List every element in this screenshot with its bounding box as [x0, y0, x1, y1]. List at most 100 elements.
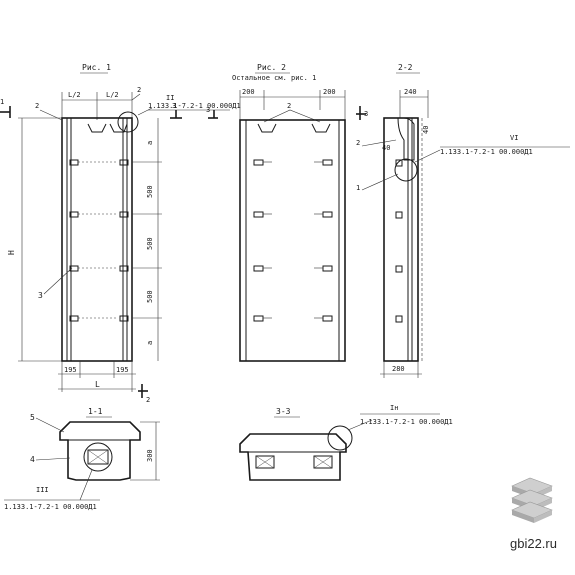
fig1-node-ii-circle — [117, 111, 139, 133]
sec33-node-in-leader — [347, 419, 373, 431]
fig2-marker-2: 2 — [287, 102, 291, 110]
sec11-dim-300: 300 — [146, 449, 154, 462]
sec33-node-in-ref: 1.133.1-7.2-1 00.000Д1 — [360, 418, 453, 426]
fig2-lifting-loop-left — [257, 123, 277, 133]
sec22-marker-1-leader — [361, 173, 399, 191]
fig2-insert — [322, 265, 333, 272]
sec22-insert — [395, 211, 403, 219]
fig2-insert — [322, 159, 333, 166]
sec33-insert-hatch-b — [255, 455, 275, 469]
sec22-insert — [395, 265, 403, 273]
fig1-section-label-left: 1 — [0, 98, 4, 106]
fig1-panel-outline — [61, 117, 133, 362]
fig2-insert — [253, 265, 264, 272]
fig1-insert — [119, 159, 129, 166]
fig1-dim-h: Н — [7, 250, 16, 255]
fig1-dim-500-2: 500 — [146, 237, 154, 250]
sec11-insert — [87, 449, 109, 465]
watermark-text: gbi22.ru — [510, 536, 557, 551]
sec22-dim-40-a: 40 — [382, 144, 390, 152]
fig1-dim-a-top: а — [146, 141, 154, 145]
sec11-marker-5-leader — [35, 417, 65, 433]
sec33-title: 3-3 — [276, 407, 291, 416]
fig1-dim-l-half-left: L/2 — [68, 91, 81, 99]
sec33-node-in-circle — [327, 425, 353, 451]
fig2-lifting-loop-right — [311, 123, 331, 133]
fig1-dim-a-bottom: а — [146, 341, 154, 345]
sec22-insert — [395, 315, 403, 323]
fig1-section2-label: 2 — [146, 396, 150, 404]
fig1-title: Рис. 1 — [82, 63, 111, 72]
fig2-marker-2-leader — [263, 109, 321, 123]
sec22-node-vi-leader — [414, 149, 441, 163]
fig2-subtitle: Остальное см. рис. 1 — [232, 74, 316, 82]
fig1-marker-2-left: 2 — [35, 102, 39, 110]
sec11-node-iii-leader — [79, 469, 93, 501]
sec33-insert-left — [255, 455, 275, 469]
sec11-marker-4-leader — [35, 457, 71, 461]
fig1-embedded-inserts — [69, 159, 129, 322]
sec11-node-iii-num: III — [36, 486, 49, 494]
sec22-insert — [395, 159, 403, 167]
fig1-dim-l-half-right: L/2 — [106, 91, 119, 99]
fig1-marker-2-leader — [131, 93, 141, 101]
fig2-insert — [322, 315, 333, 322]
fig1-insert — [69, 265, 79, 272]
section-3-3-view: 3-3 Iн 1.133.1-7.2-1 00.000Д1 — [239, 404, 453, 481]
fig1-node-ii-num: II — [166, 94, 174, 102]
fig2-insert — [253, 159, 264, 166]
fig1-view: Рис. 1 L/2 L/2 1 II 1.133.1-7.2-1 00.000… — [0, 63, 241, 404]
fig1-insert — [69, 159, 79, 166]
fig2-insert — [253, 315, 264, 322]
fig1-marker-3: 3 — [38, 291, 43, 300]
fig1-insert — [119, 211, 129, 218]
fig1-marker-3-leader — [43, 267, 73, 295]
sec11-insert-hatch-b — [87, 449, 109, 465]
fig1-insert — [69, 211, 79, 218]
fig2-title: Рис. 2 — [257, 63, 286, 72]
sec22-marker-1: 1 — [356, 184, 360, 192]
sec22-dim-40-b: 40 — [422, 126, 430, 134]
fig1-section3-label: 3 — [172, 102, 176, 110]
sec22-node-vi-ref: 1.133.1-7.2-1 00.000Д1 — [440, 148, 533, 156]
sec22-node-vi-num: VI — [510, 134, 518, 142]
sec22-outline — [383, 117, 419, 362]
fig1-lifting-loop-left — [87, 123, 107, 133]
fig1-insert — [69, 315, 79, 322]
fig1-marker-2-top: 2 — [137, 86, 141, 94]
sec11-node-iii-ref: 1.133.1-7.2-1 00.000Д1 — [4, 503, 97, 511]
fig1-dim-l: L — [95, 380, 100, 389]
fig2-dim-200-left: 200 — [242, 88, 255, 96]
fig2-dim-200-right: 200 — [323, 88, 336, 96]
fig1-dim-500-1: 500 — [146, 185, 154, 198]
fig2-panel-outline — [239, 119, 346, 362]
sec11-marker-5: 5 — [30, 413, 35, 422]
watermark-logo: gbi22.ru — [510, 477, 557, 551]
sec22-lifting-loop — [397, 117, 415, 161]
sec22-title: 2-2 — [398, 63, 413, 72]
sec33-insert-right — [313, 455, 333, 469]
fig1-dim-500-3: 500 — [146, 290, 154, 303]
sec22-dim-240: 240 — [404, 88, 417, 96]
fig1-insert — [119, 265, 129, 272]
fig2-view: Рис. 2 Остальное см. рис. 1 200 200 2 3 … — [206, 63, 368, 362]
sec11-marker-4: 4 — [30, 455, 35, 464]
sec11-title: 1-1 — [88, 407, 103, 416]
sec22-marker-2-leader — [361, 139, 397, 147]
fig1-node-ii-leader — [137, 107, 153, 116]
fig1-marker-2-left-leader — [39, 109, 63, 121]
fig1-node-ii-ref: 1.133.1-7.2-1 00.000Д1 — [148, 102, 241, 110]
sec22-dim-280: 280 — [392, 365, 405, 373]
sec22-marker-2: 2 — [356, 139, 360, 147]
fig2-section3-label: 3 — [206, 106, 210, 114]
section-1-1-view: 1-1 5 4 300 III 1.133.1-7.2-1 00.000Д1 — [4, 407, 160, 511]
sec22-node-vi-circle — [394, 158, 418, 182]
stacked-slabs-icon — [511, 477, 553, 523]
fig2-insert — [253, 211, 264, 218]
sec11-node-iii-circle — [83, 442, 113, 472]
sec33-insert-hatch-b — [313, 455, 333, 469]
fig1-dim-195-left: 195 — [64, 366, 77, 374]
section-2-2-view: 2-2 240 VI 1.133.1-7.2-1 00.000Д1 2 1 40… — [356, 63, 570, 378]
fig2-embedded-inserts — [253, 159, 333, 322]
